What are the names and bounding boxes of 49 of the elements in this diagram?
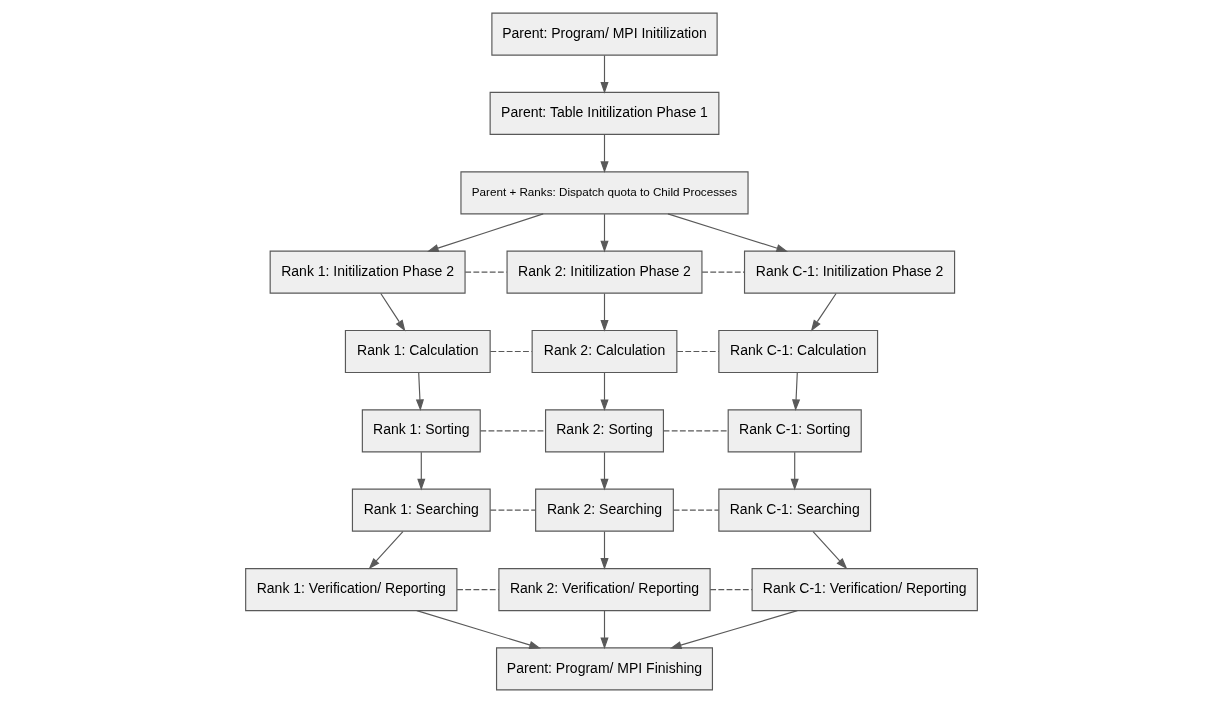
connector [701,271,745,273]
node-box: Rank 1: Searching [351,488,491,532]
node-box: Rank 1: Verification/ Reporting [244,567,457,612]
connector [464,271,507,273]
arrow [791,372,800,412]
arrow [599,292,609,332]
arrow [426,213,544,252]
node-box: Parent: Program/ MPI Finishing [495,647,713,691]
arrow [599,531,609,570]
arrow [416,451,425,491]
node-box: Rank 2: Sorting [544,409,664,453]
node-box: Rank C-1: Calculation [717,329,878,374]
arrow [599,451,609,491]
arrow [368,531,403,570]
node-box: Rank 1: Calculation [344,329,491,374]
node-box: Parent: Table Initilization Phase 1 [489,91,719,136]
connector [479,430,546,432]
node-box: Rank 2: Searching [534,488,674,532]
node-box: Rank 1: Initilization Phase 2 [269,250,466,294]
arrow [599,54,609,94]
arrow [810,292,837,332]
node-box: Rank 2: Calculation [531,329,677,374]
connector [709,588,752,591]
arrow [812,531,847,570]
arrow [599,372,609,412]
connector [489,509,536,511]
connector [456,588,499,591]
arrow [415,372,424,412]
node-box: Parent: Program/ MPI Initilization [490,12,718,56]
connector [676,350,719,353]
connector [672,509,719,511]
arrow [669,610,798,649]
arrow [379,292,405,332]
arrow [415,610,541,649]
arrow [599,610,609,650]
arrow [666,213,788,253]
node-box: Rank C-1: Initilization Phase 2 [743,250,955,294]
node-box: Rank C-1: Verification/ Reporting [751,567,978,612]
node-box: Rank C-1: Sorting [727,409,862,453]
node-box: Rank 1: Sorting [361,409,481,453]
node-box: Parent + Ranks: Dispatch quota to Child Processes [459,171,749,215]
node-box: Rank 2: Verification/ Reporting [497,567,711,612]
connector [662,430,729,432]
arrow [790,451,799,491]
node-box: Rank 2: Initilization Phase 2 [505,250,703,294]
connector [489,350,532,353]
node-box: Rank C-1: Searching [717,488,871,532]
arrow [599,134,609,174]
arrow [599,213,609,253]
